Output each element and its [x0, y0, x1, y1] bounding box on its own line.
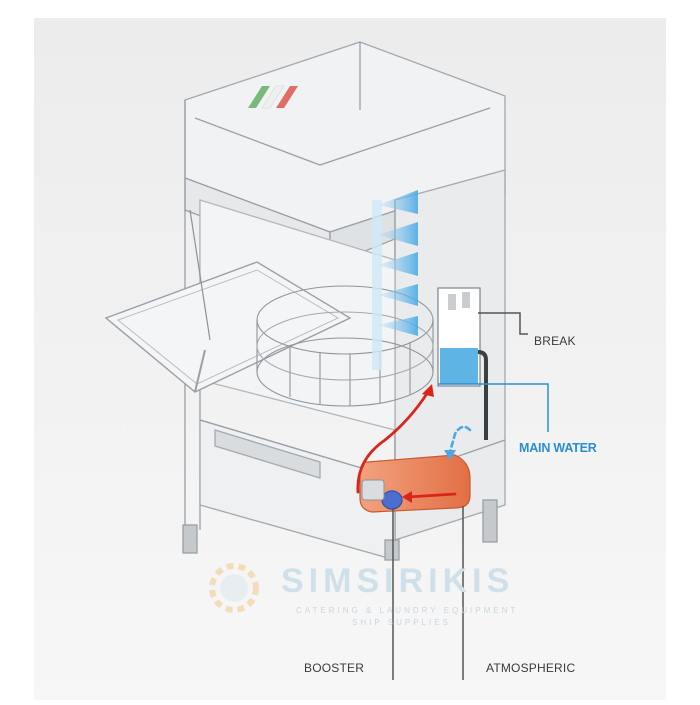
italian-flag-logo	[248, 85, 298, 109]
open-door-panel	[104, 209, 352, 393]
hot-water-arrowhead	[422, 384, 434, 397]
break-label: BREAK	[534, 334, 576, 348]
main-water-label: MAIN WATER	[519, 441, 597, 455]
leader-lines	[392, 312, 549, 680]
break-tank	[437, 287, 488, 440]
booster-tank	[359, 454, 471, 513]
booster-label: BOOSTER	[304, 661, 365, 675]
break-leader-line	[478, 312, 528, 335]
hot-water-flow-arrow	[356, 390, 430, 494]
main-water-flow-arrow	[448, 425, 472, 454]
atmospheric-label: ATMOSPHERIC	[486, 661, 576, 675]
watermark-tagline: CATERING & LAUNDRY EQUIPMENT	[296, 606, 519, 615]
watermark-brand-name: SIMSIRIKIS	[281, 562, 515, 600]
watermark-tagline-2: SHIP SUPPLIES	[352, 618, 451, 627]
main-water-leader-line	[438, 383, 549, 432]
flow-arrows	[356, 384, 472, 503]
watermark-gear-icon	[209, 563, 259, 613]
spray-arm	[372, 190, 418, 370]
tank-to-pump-arrow	[406, 492, 457, 499]
dish-basket	[256, 285, 434, 407]
